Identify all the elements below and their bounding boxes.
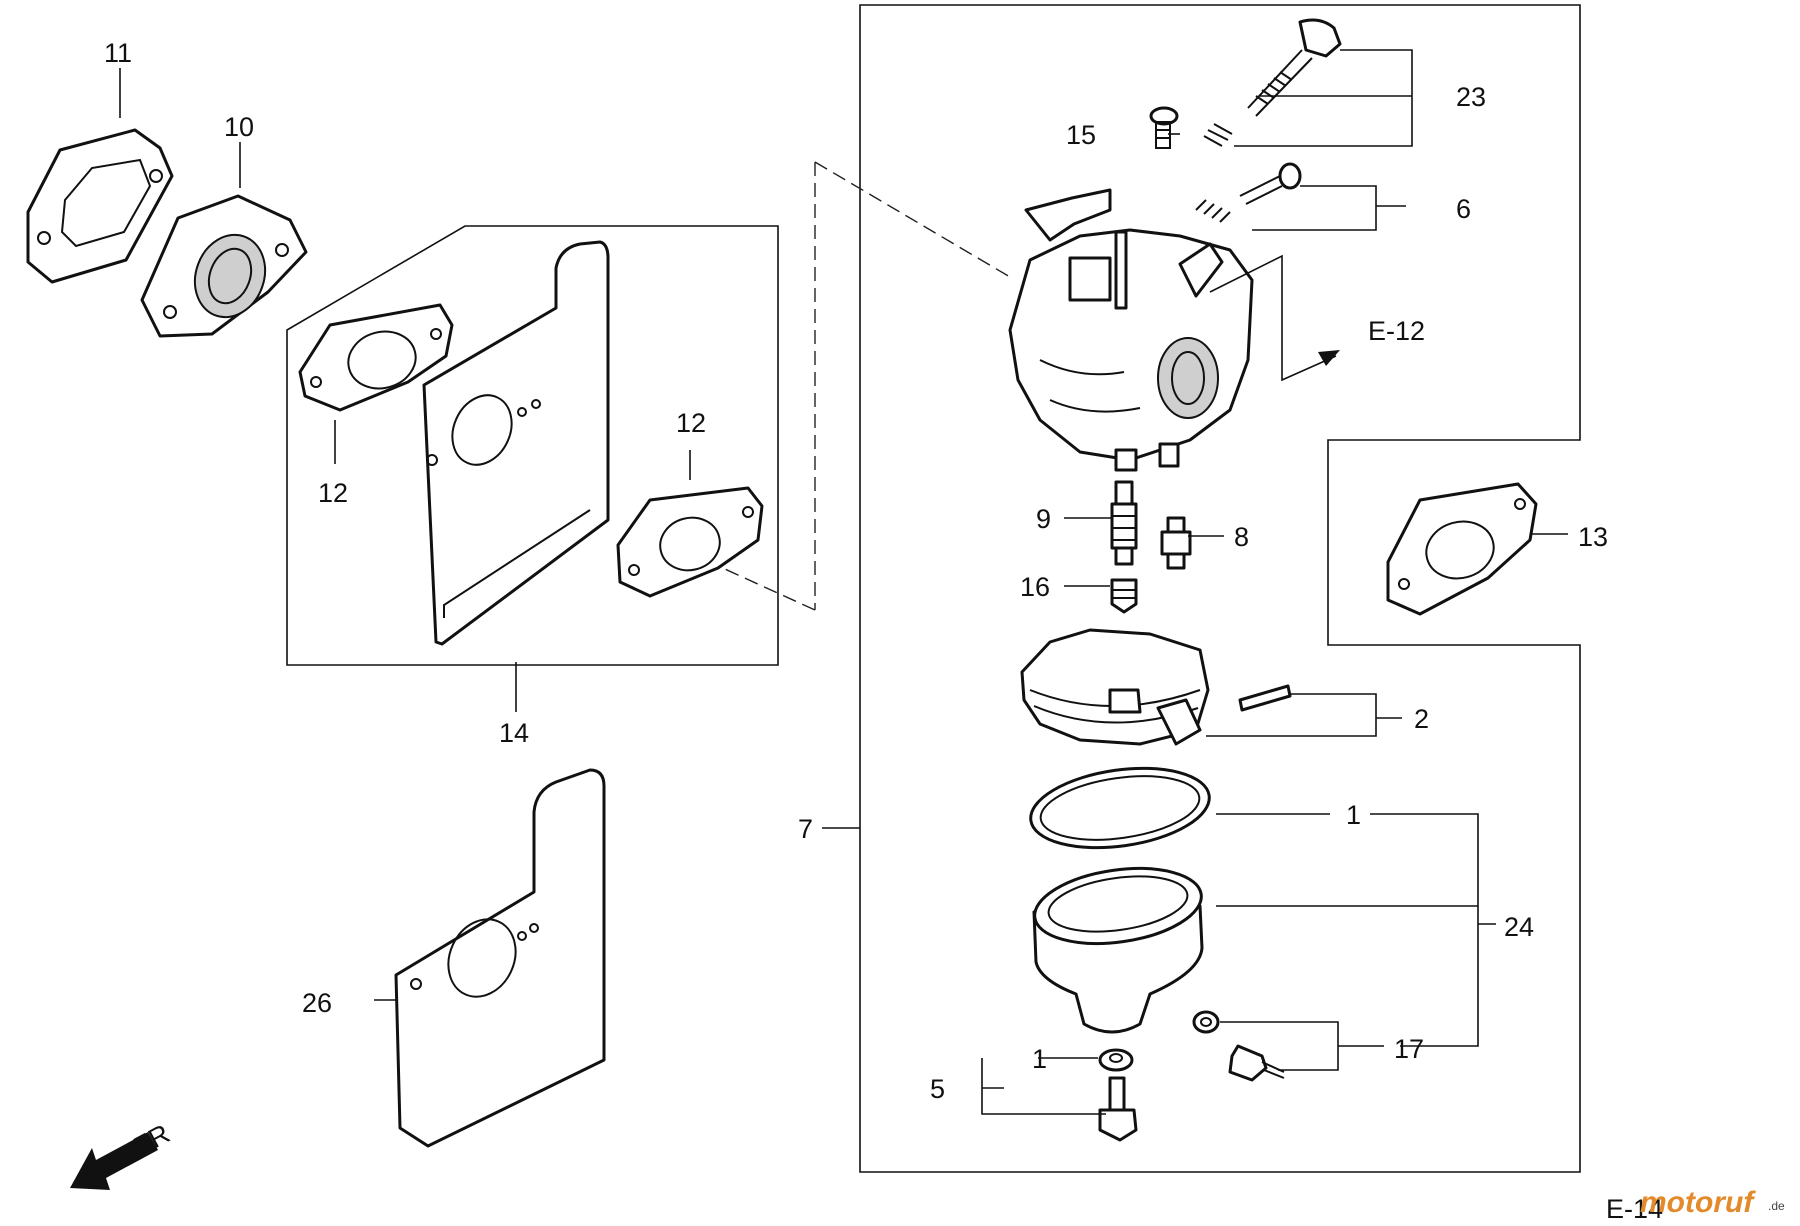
carburetor-body xyxy=(1008,188,1254,472)
part-26-heat-shield xyxy=(394,768,606,1148)
ref-e12: E-12 xyxy=(1368,316,1425,346)
ref-e14: E-14 xyxy=(1606,1194,1663,1224)
leader-lines xyxy=(119,49,1568,1115)
assembly-frame-7 xyxy=(859,4,1581,1173)
callout-15: 15 xyxy=(1066,120,1096,150)
callout-1-lower: 1 xyxy=(1032,1044,1047,1074)
callout-7: 7 xyxy=(798,814,813,844)
part-16-nozzle xyxy=(1110,578,1138,614)
callout-2: 2 xyxy=(1414,704,1429,734)
part-23-screw-set xyxy=(1203,18,1342,147)
callout-9: 9 xyxy=(1036,504,1051,534)
part-8-pilot-jet xyxy=(1160,516,1192,570)
float-bowl xyxy=(1032,866,1204,1034)
callout-1-upper: 1 xyxy=(1346,800,1361,830)
callout-8: 8 xyxy=(1234,522,1249,552)
callout-16: 16 xyxy=(1020,572,1050,602)
part-1-o-ring xyxy=(1029,766,1211,850)
callout-14: 14 xyxy=(499,718,529,748)
front-direction-arrow-icon xyxy=(70,1132,158,1190)
kit-frame-14 xyxy=(286,225,779,666)
part-9-main-jet xyxy=(1110,480,1138,566)
part-17-drain-bolt xyxy=(1192,1010,1285,1082)
watermark-logo: motoruf xyxy=(1640,1186,1756,1219)
callout-13: 13 xyxy=(1578,522,1608,552)
callout-10: 10 xyxy=(224,112,254,142)
callout-12-left: 12 xyxy=(318,478,348,508)
part-12-gasket-left xyxy=(298,303,454,412)
e12-arrow-icon xyxy=(1318,350,1340,366)
part-12-gasket-right xyxy=(616,486,764,598)
callout-12-right: 12 xyxy=(676,408,706,438)
part-13-gasket xyxy=(1386,482,1538,616)
callout-5: 5 xyxy=(930,1074,945,1104)
dashed-guide-lower xyxy=(704,559,816,611)
part-5-bowl-bolt xyxy=(1098,1048,1138,1142)
callout-26: 26 xyxy=(302,988,332,1018)
e12-reference-line xyxy=(1209,254,1337,382)
watermark-suffix: .de xyxy=(1768,1199,1785,1213)
part-15-screw xyxy=(1149,106,1179,149)
part-14-heat-shield xyxy=(422,240,610,646)
part-10-insulator xyxy=(140,194,308,338)
callout-17: 17 xyxy=(1394,1034,1424,1064)
callout-11: 11 xyxy=(104,38,132,68)
part-6-screw-spring xyxy=(1195,162,1302,223)
callout-24: 24 xyxy=(1504,912,1534,942)
callout-23: 23 xyxy=(1456,82,1486,112)
part-11-gasket xyxy=(26,128,174,284)
callout-6: 6 xyxy=(1456,194,1471,224)
float-assembly xyxy=(1020,628,1292,746)
dashed-guide-upper xyxy=(814,161,1011,278)
